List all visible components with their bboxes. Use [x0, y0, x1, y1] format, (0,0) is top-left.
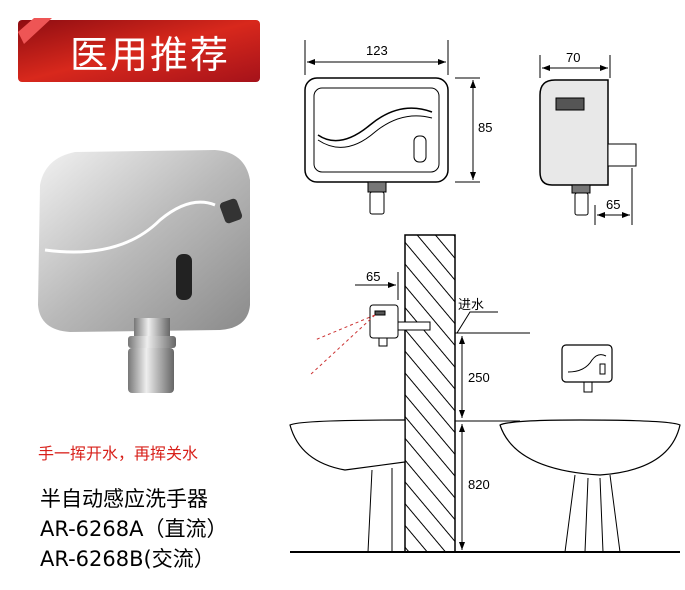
- side-view-diagram: [539, 55, 637, 225]
- product-name: 半自动感应洗手器: [40, 487, 208, 511]
- banner-title: 医用推荐: [70, 33, 231, 77]
- installation-diagram: [289, 234, 681, 553]
- front-view-diagram: [304, 40, 480, 215]
- product-photo: [38, 150, 250, 393]
- left-basin: [289, 419, 406, 471]
- wall: [404, 234, 456, 553]
- dim-front-width: 123: [366, 43, 388, 58]
- model-dc: AR-6268A（直流）: [40, 517, 228, 541]
- model-ac: AR-6268B(交流）: [40, 547, 215, 571]
- dim-front-height: 85: [478, 120, 493, 135]
- page-curl-icon: [18, 18, 52, 44]
- inlet-label: 进水: [458, 297, 485, 312]
- dim-basin-height: 820: [468, 477, 490, 492]
- dim-inlet-height: 250: [468, 370, 490, 385]
- wall-unit: [369, 304, 399, 339]
- slogan: 手一挥开水，再挥关水: [38, 444, 199, 463]
- dim-side-depth: 70: [566, 50, 581, 65]
- right-basin: [499, 419, 681, 476]
- dim-wall-offset: 65: [366, 269, 381, 284]
- dim-outlet-offset: 65: [606, 197, 621, 212]
- banner-ribbon: [18, 18, 260, 82]
